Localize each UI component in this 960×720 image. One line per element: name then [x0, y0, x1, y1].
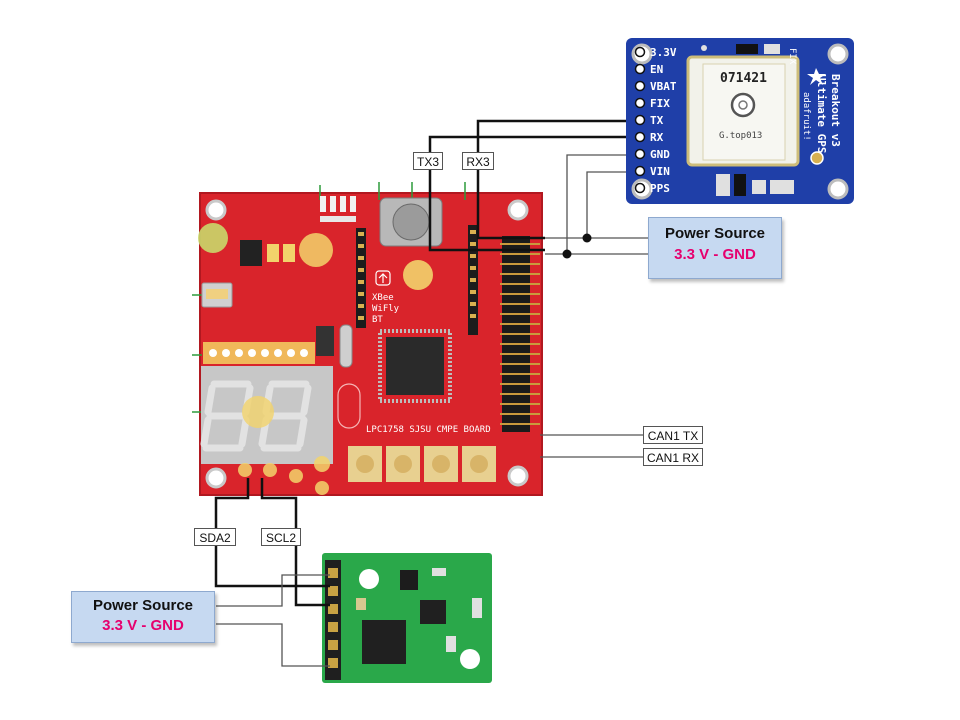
wire-scl2 [260, 478, 330, 607]
sda2-label: SDA2 [194, 528, 236, 546]
bt-label: BT [372, 315, 383, 325]
power-source-sensor-title: Power Source [92, 597, 194, 614]
gps-pin-fix: FIX [650, 97, 670, 110]
header-strip [203, 342, 315, 364]
adafruit-star-icon [807, 68, 826, 85]
xbee-arrow-icon [375, 270, 391, 286]
power-source-sensor-voltage: 3.3 V - GND [102, 617, 184, 634]
wire-sensor-gnd [216, 623, 330, 667]
gps-chip-number: 071421 [720, 71, 767, 86]
main-board-title: LPC1758 SJSU CMPE BOARD [366, 425, 491, 435]
sensor-module [322, 553, 492, 683]
wire-tx3 [428, 135, 626, 252]
can1-tx-label: CAN1 TX [643, 426, 703, 444]
main-board: XBee WiFly BT [192, 182, 543, 496]
gps-pin-gnd: GND [650, 148, 670, 161]
gps-pin-3v3: 3.3V [650, 46, 677, 59]
wires [214, 119, 650, 667]
gps-pin-tx: TX [650, 114, 664, 127]
gps-title-line2: Breakout v3 [829, 74, 842, 147]
gps-title-line1: Ultimate GPS [815, 74, 828, 153]
gps-pin-en: EN [650, 63, 663, 76]
wire-sensor-vcc [216, 574, 330, 607]
fix-label: FIX [787, 48, 797, 65]
gps-module: 3.3V EN VBAT FIX TX RX GND VIN PPS 07142… [626, 38, 854, 204]
led-green [198, 223, 228, 253]
scl2-label: SCL2 [261, 528, 301, 546]
power-source-gps-voltage: 3.3 V - GND [674, 246, 756, 263]
rx3-label: RX3 [462, 152, 494, 170]
reset-button [316, 326, 334, 356]
wire-gps-gnd [566, 154, 650, 255]
power-source-sensor: Power Source 3.3 V - GND [71, 591, 215, 643]
gps-pin-vbat: VBAT [650, 80, 677, 93]
push-buttons [348, 446, 496, 482]
wire-sda2 [214, 478, 330, 588]
wire-rx3 [476, 119, 626, 240]
gps-pin-pps: PPS [650, 182, 670, 195]
gps-pin-rx: RX [650, 131, 664, 144]
tx3-label: TX3 [413, 152, 443, 170]
power-source-gps: Power Source 3.3 V - GND [648, 217, 782, 279]
mcu-chip [386, 337, 444, 395]
xbee-label: XBee [372, 293, 394, 303]
wifly-label: WiFly [372, 304, 400, 314]
can1-rx-label: CAN1 RX [643, 448, 703, 466]
power-source-gps-title: Power Source [664, 225, 766, 242]
gps-pin-vin: VIN [650, 165, 670, 178]
mounting-holes [205, 199, 529, 489]
wire-gps-vin [586, 171, 650, 239]
gps-brand: adafruit! [801, 92, 811, 141]
sensor-chip [362, 620, 406, 664]
gps-chip-model: G.top013 [719, 131, 762, 141]
